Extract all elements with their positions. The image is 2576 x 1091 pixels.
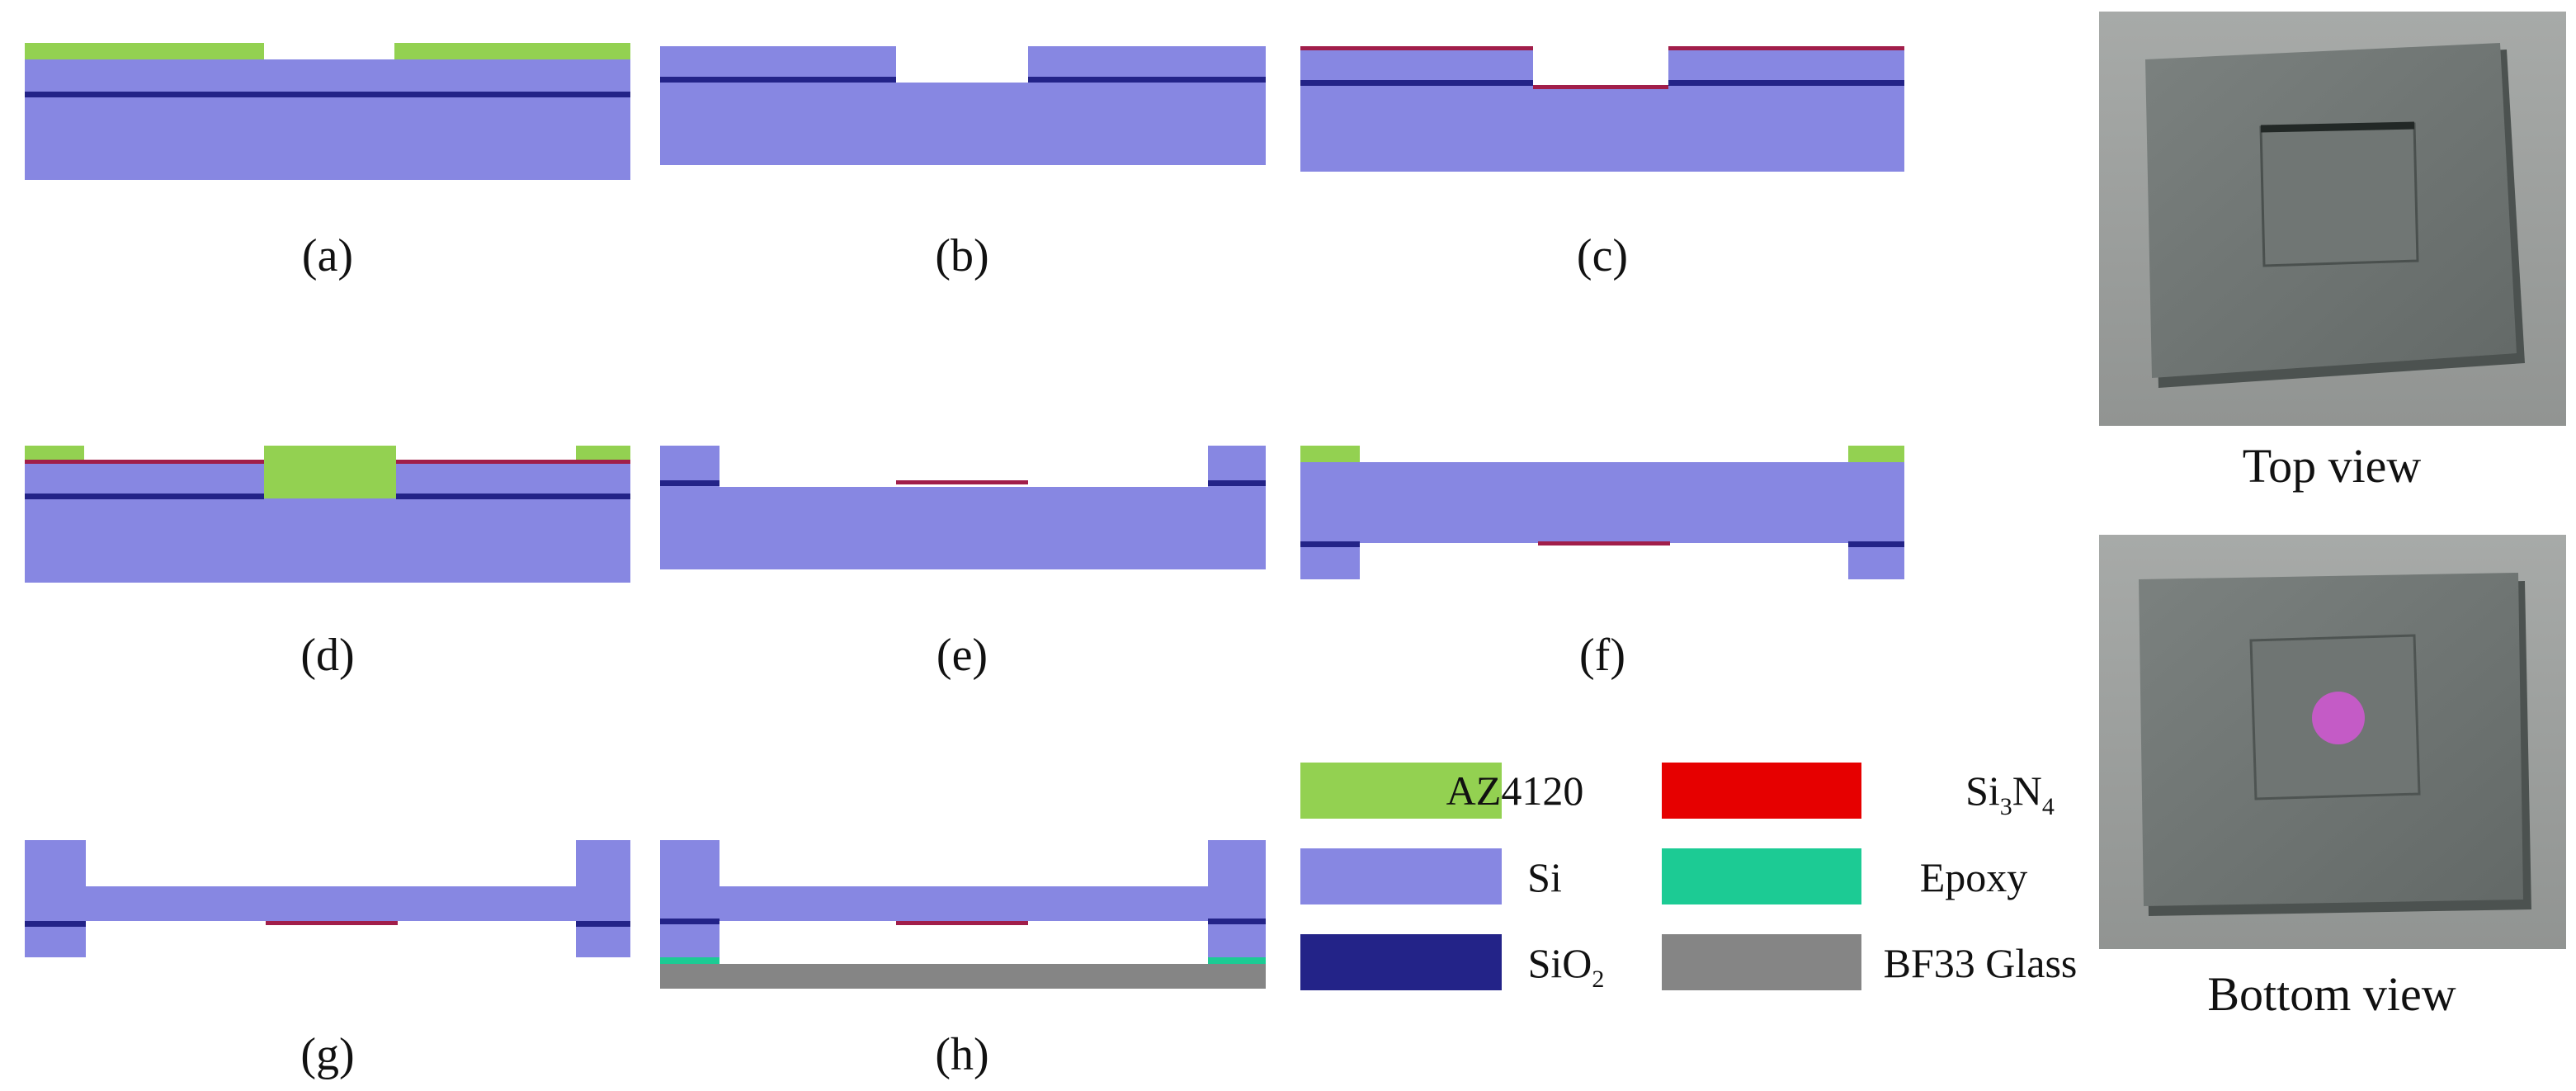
sio2-layer [396, 494, 630, 499]
panel-label-e: (e) [937, 630, 988, 681]
panel-label-c: (c) [1577, 230, 1628, 281]
si-substrate [1300, 462, 1904, 543]
legend-swatch-az4120 [1300, 763, 1502, 819]
si-substrate [1028, 46, 1266, 165]
legend-label-si3n4: Si3N4 [1965, 767, 2055, 820]
legend-swatch-si3n4 [1662, 763, 1861, 819]
epoxy-layer [1208, 957, 1266, 964]
panel-g-diagram [25, 840, 630, 957]
panel-f-diagram [1300, 446, 1904, 579]
si3n4-layer [1668, 46, 1904, 50]
legend-swatch-si [1300, 848, 1502, 904]
si-substrate [719, 487, 1208, 569]
panel-c-diagram [1300, 46, 1904, 172]
panel-label-f: (f) [1579, 630, 1625, 681]
window-edge-shadow [2260, 121, 2415, 133]
bottom-view-caption: Bottom view [2207, 967, 2456, 1021]
sio2-layer [576, 921, 630, 927]
az4120-layer [576, 446, 630, 462]
az4120-layer [25, 43, 264, 59]
panel-h-diagram [660, 840, 1266, 989]
si3n4-layer [1533, 85, 1668, 89]
si3n4-layer [896, 480, 1028, 484]
si-substrate [1848, 543, 1904, 579]
az4120-layer [394, 43, 630, 59]
si3n4-layer [896, 921, 1028, 925]
sio2-layer [1300, 80, 1533, 86]
sio2-layer [660, 480, 719, 486]
si-substrate [1208, 446, 1266, 569]
si-substrate [660, 446, 719, 569]
si-substrate [719, 886, 1208, 921]
legend-label-sio2: SiO2 [1528, 940, 1605, 993]
si-substrate [396, 462, 630, 583]
panel-label-a: (a) [302, 230, 353, 281]
si-substrate [1300, 46, 1533, 172]
sio2-layer [1208, 480, 1266, 486]
sio2-layer [25, 92, 630, 97]
sio2-layer [660, 919, 719, 924]
legend-label-epoxy: Epoxy [1920, 854, 2028, 900]
panel-label-d: (d) [300, 630, 354, 681]
membrane-window [2259, 122, 2419, 267]
sio2-layer [660, 77, 896, 83]
si-substrate [25, 462, 264, 583]
legend-label-glass: BF33 Glass [1884, 940, 2078, 986]
si-substrate [86, 886, 576, 921]
si-substrate [25, 59, 630, 180]
sio2-layer [1208, 919, 1266, 924]
az4120-layer [25, 446, 84, 462]
sio2-layer [1848, 541, 1904, 547]
legend-swatch-epoxy [1662, 848, 1861, 904]
glass-substrate [660, 964, 1266, 989]
top-view-caption: Top view [2243, 439, 2422, 493]
panel-label-g: (g) [300, 1029, 354, 1080]
panel-label-b: (b) [935, 230, 988, 281]
panel-b-diagram [660, 46, 1266, 165]
legend-swatch-sio2 [1300, 934, 1502, 990]
membrane-dot [2312, 692, 2365, 744]
si-substrate [660, 840, 719, 957]
sio2-layer [25, 494, 264, 499]
si-substrate [896, 83, 1028, 165]
si3n4-layer [25, 460, 264, 464]
sio2-layer [1300, 541, 1360, 547]
epoxy-layer [660, 957, 719, 964]
si-substrate [264, 498, 396, 583]
legend: AZ4120 Si3N4 Si Epoxy SiO2 BF33 Glass [1300, 763, 2077, 993]
legend-swatch-glass [1662, 934, 1861, 990]
top-view-photo [2099, 12, 2566, 426]
az4120-layer [1300, 446, 1360, 462]
sio2-layer [25, 921, 86, 927]
si3n4-layer [1538, 541, 1670, 546]
panel-e-diagram [660, 446, 1266, 569]
si-substrate [1533, 86, 1668, 172]
si-substrate [1300, 543, 1360, 579]
sio2-layer [1028, 77, 1266, 83]
legend-label-az4120: AZ4120 [1446, 767, 1584, 814]
az4120-layer [1848, 446, 1904, 462]
si3n4-layer [396, 460, 630, 464]
panel-d-diagram [25, 446, 630, 583]
si-substrate [576, 840, 630, 957]
si3n4-layer [1300, 46, 1533, 50]
si-substrate [1668, 46, 1904, 172]
si-substrate [1208, 840, 1266, 957]
si-substrate [660, 46, 896, 165]
bottom-view-photo [2099, 535, 2566, 949]
legend-label-si: Si [1527, 854, 1562, 900]
si3n4-layer [266, 921, 398, 925]
panel-label-h: (h) [935, 1029, 988, 1080]
si-substrate [25, 840, 86, 957]
panel-a-diagram [25, 43, 630, 180]
az4120-layer [264, 446, 396, 498]
sio2-layer [1668, 80, 1904, 86]
